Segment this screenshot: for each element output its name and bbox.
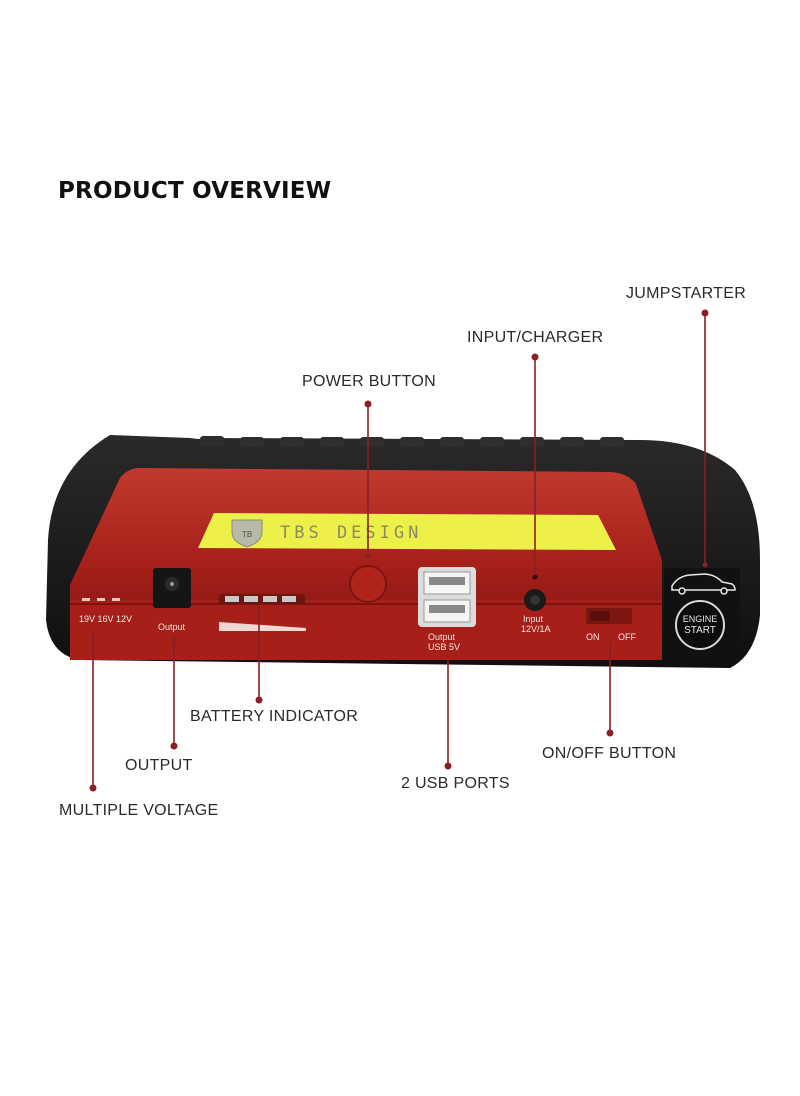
callout-jumpstarter: JUMPSTARTER <box>626 285 747 302</box>
input-label-2: 12V/1A <box>521 624 551 634</box>
voltage-labels: 19V 16V 12V <box>79 614 132 624</box>
on-off-switch <box>586 608 632 624</box>
brand-label <box>198 513 616 550</box>
shell-ribs <box>200 436 624 447</box>
callout-power-button: POWER BUTTON <box>302 373 436 390</box>
page-title: PRODUCT OVERVIEW <box>58 178 332 204</box>
engine-start-panel: ENGINE START <box>664 568 740 662</box>
input-label-1: Input <box>523 614 544 624</box>
dc-output-port <box>153 568 191 608</box>
off-label: OFF <box>618 632 636 642</box>
logo-shield: TB <box>231 519 263 548</box>
svg-text:TB: TB <box>241 530 252 539</box>
output-port-label: Output <box>158 622 186 632</box>
voltage-leds <box>82 598 120 601</box>
callout-on-off-button: ON/OFF BUTTON <box>542 745 677 762</box>
usb-label-2: USB 5V <box>428 642 460 652</box>
input-jack <box>524 574 546 611</box>
usb-ports <box>418 567 476 627</box>
power-button-shape <box>349 565 387 603</box>
callout-input-charger: INPUT/CHARGER <box>467 329 604 346</box>
callout-output: OUTPUT <box>125 757 193 774</box>
callout-lead-lines <box>89 309 709 792</box>
usb-label-1: Output <box>428 632 456 642</box>
callout-usb-ports: 2 USB PORTS <box>401 775 510 792</box>
callout-multiple-voltage: MULTIPLE VOLTAGE <box>59 802 219 819</box>
car-icon <box>671 573 736 595</box>
callout-battery-indicator: BATTERY INDICATOR <box>190 708 359 725</box>
brand-text: TBS DESIGN <box>280 523 422 543</box>
battery-indicator <box>219 594 306 631</box>
start-label: START <box>684 625 716 636</box>
engine-label: ENGINE <box>683 614 718 624</box>
on-label: ON <box>586 632 600 642</box>
